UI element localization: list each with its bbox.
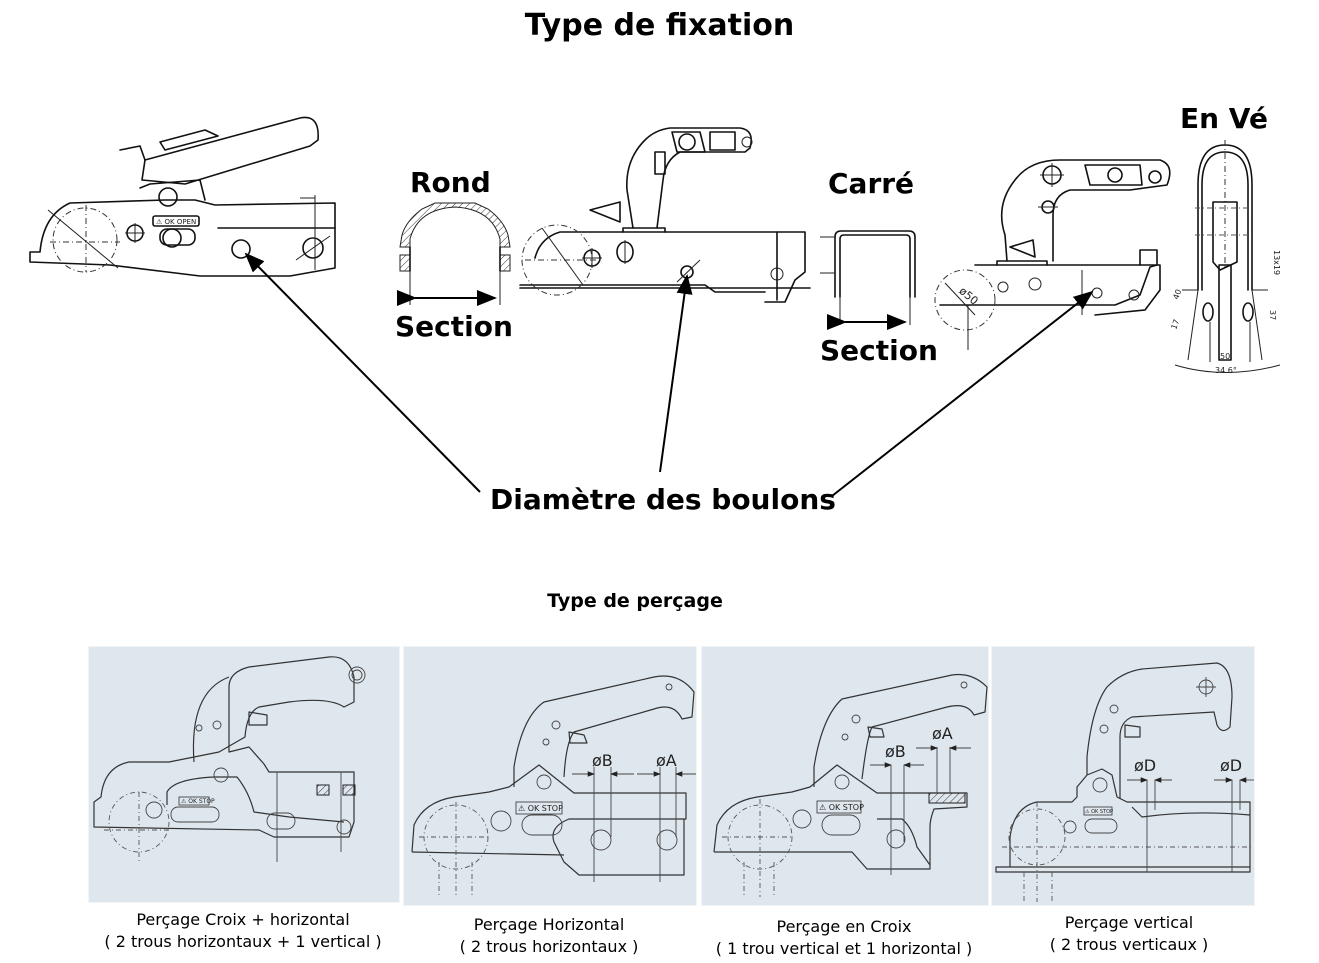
drilling-panel-cross: ⚠ OK STOP øB øA <box>701 646 989 906</box>
drilling-panel-vertical: ⚠ OK STOP øD øD <box>991 646 1255 906</box>
caption-vertical: Perçage vertical ( 2 trous verticaux ) <box>991 912 1267 956</box>
dim-label-b: øB <box>885 742 906 761</box>
svg-text:37: 37 <box>1268 310 1277 320</box>
svg-text:⚠ OK STOP: ⚠ OK STOP <box>181 798 215 805</box>
leader-arrow-center <box>659 274 693 473</box>
coupler-drawing-right: ø50 <box>934 159 1171 350</box>
svg-text:17: 17 <box>1169 318 1181 331</box>
svg-text:⚠ OK OPEN: ⚠ OK OPEN <box>156 218 196 226</box>
round-tube-label: Rond <box>410 166 491 199</box>
v-shape-label: En Vé <box>1180 102 1268 135</box>
bolt-diameter-label: Diamètre des boulons <box>490 483 836 516</box>
caption-cross-horizontal: Perçage Croix + horizontal ( 2 trous hor… <box>88 909 398 953</box>
svg-text:⚠ OK STOP: ⚠ OK STOP <box>819 803 864 812</box>
svg-text:13x19: 13x19 <box>1272 250 1281 275</box>
caption-detail: ( 2 trous horizontaux ) <box>459 937 639 956</box>
dim-label-b: øB <box>592 751 613 770</box>
leader-arrow-left <box>244 252 481 493</box>
square-section-label: Section <box>820 334 938 367</box>
coupler-drawing-top-left: ⚠ OK OPEN <box>29 116 336 277</box>
leader-arrow-right <box>831 290 1094 497</box>
square-tube-section-drawing <box>820 230 916 330</box>
dim-label-d-right: øD <box>1220 756 1242 775</box>
caption-detail: ( 1 trou vertical et 1 horizontal ) <box>715 939 973 958</box>
square-tube-label: Carré <box>828 167 915 200</box>
svg-text:40: 40 <box>1171 288 1183 301</box>
caption-detail: ( 2 trous horizontaux + 1 vertical ) <box>104 932 382 951</box>
dim-label-d-left: øD <box>1134 756 1156 775</box>
caption-cross: Perçage en Croix ( 1 trou vertical et 1 … <box>701 916 987 960</box>
coupler-drawing-horizontal: ⚠ OK STOP øB øA <box>411 675 696 897</box>
coupler-drawing-cross-horizontal: ⚠ OK STOP <box>93 656 366 862</box>
round-tube-section-drawing <box>397 202 511 306</box>
caption-title: Perçage Horizontal <box>473 915 625 934</box>
caption-horizontal: Perçage Horizontal ( 2 trous horizontaux… <box>403 914 695 958</box>
drilling-section-title: Type de perçage <box>547 590 723 612</box>
round-section-label: Section <box>395 310 513 343</box>
caption-title: Perçage Croix + horizontal <box>136 910 350 929</box>
svg-text:⚠ OK STOP: ⚠ OK STOP <box>518 804 563 813</box>
caption-detail: ( 2 trous verticaux ) <box>1049 935 1209 954</box>
dim-label-a: øA <box>932 724 953 743</box>
dim-label-a: øA <box>656 751 677 770</box>
v-shape-drawing: 50 34.6° 40 17 37 13x19 <box>1169 140 1281 375</box>
svg-text:50: 50 <box>1220 352 1230 361</box>
coupler-drawing-center <box>519 127 811 303</box>
svg-text:34.6°: 34.6° <box>1215 366 1237 375</box>
coupler-drawing-cross: ⚠ OK STOP øB øA <box>713 673 988 897</box>
svg-text:⚠ OK STOP: ⚠ OK STOP <box>1085 809 1113 815</box>
caption-title: Perçage vertical <box>1064 913 1194 932</box>
drilling-panel-horizontal: ⚠ OK STOP øB øA <box>403 646 697 906</box>
drilling-panel-cross-horizontal: ⚠ OK STOP <box>88 646 400 903</box>
coupler-drawing-vertical: ⚠ OK STOP øD øD <box>995 662 1254 902</box>
caption-title: Perçage en Croix <box>776 917 912 936</box>
page-title: Type de fixation <box>524 8 795 43</box>
